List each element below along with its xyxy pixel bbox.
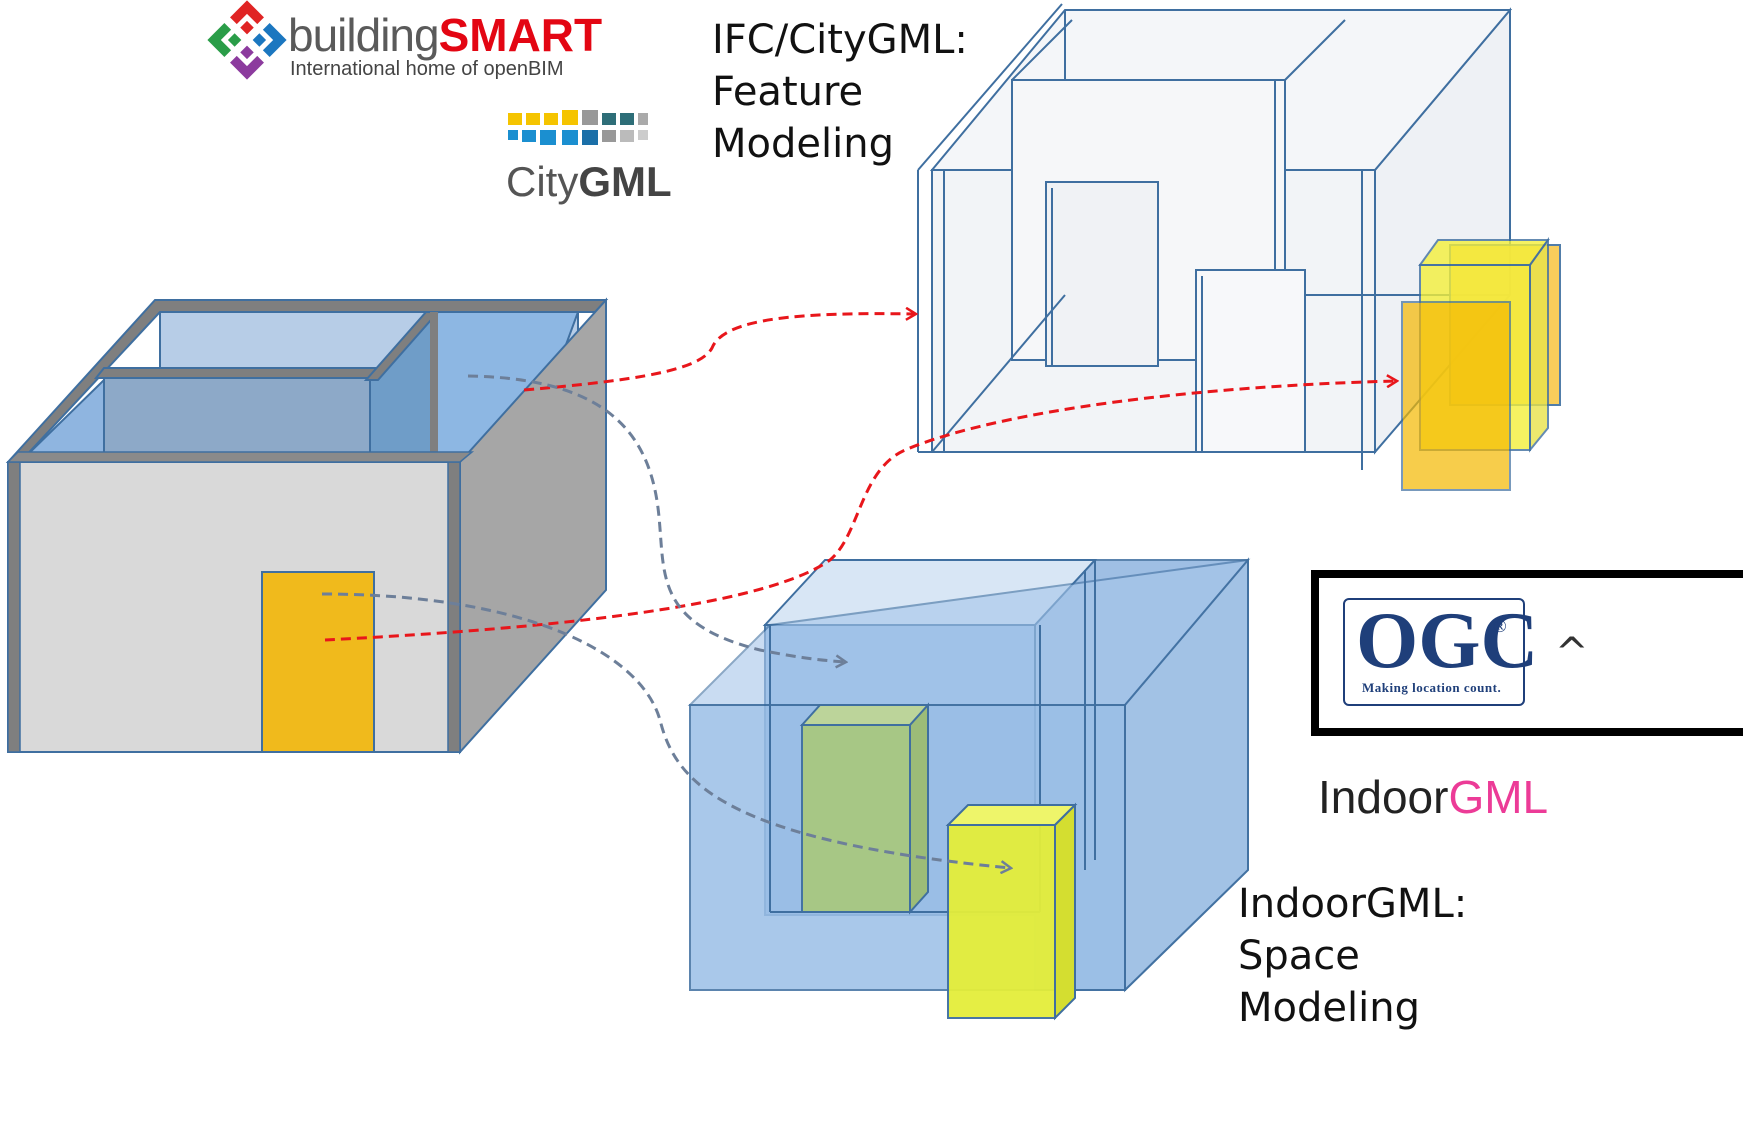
registered-mark-icon: ®: [1493, 616, 1507, 636]
citygml-brand: GML: [578, 158, 672, 205]
buildingsmart-prefix: building: [288, 9, 440, 61]
indoorgml-brand: GML: [1448, 771, 1549, 823]
indoorgml-logo: IndoorGML: [1318, 770, 1548, 824]
feature-model-wireframe: [917, 3, 1513, 470]
caret-icon: ^: [1555, 630, 1589, 676]
buildingsmart-logo-mark: [207, 0, 287, 80]
yellow-space-volume: [947, 824, 1056, 1019]
indoorgml-prefix: Indoor: [1318, 771, 1449, 823]
citygml-logo: CityGML: [506, 158, 672, 206]
arrow-room-to-feature: [523, 314, 915, 392]
buildingsmart-logo: buildingSMART: [288, 10, 602, 60]
arrow-door-to-space: [321, 592, 1010, 868]
buildingsmart-tagline: International home of openBIM: [290, 58, 564, 80]
ogc-logo-letters: OGC: [1356, 597, 1539, 685]
ogc-badge: [1343, 598, 1525, 706]
green-space-volume: [801, 724, 911, 913]
arrow-door-to-feature: [324, 381, 1396, 642]
citygml-logo-mark: [508, 110, 648, 145]
citygml-prefix: City: [506, 158, 579, 205]
feature-modeling-label: IFC/CityGML: Feature Modeling: [712, 17, 968, 167]
space-modeling-label: IndoorGML: Space Modeling: [1238, 881, 1468, 1031]
mapping-arrows: [321, 314, 1396, 868]
door-feature-panels: [1401, 236, 1561, 491]
buildingsmart-brand: SMART: [438, 9, 603, 61]
space-model: [687, 557, 1251, 1021]
source-door: [261, 571, 375, 753]
source-building-model: [5, 297, 609, 755]
ogc-tagline: Making location count.: [1362, 680, 1502, 695]
